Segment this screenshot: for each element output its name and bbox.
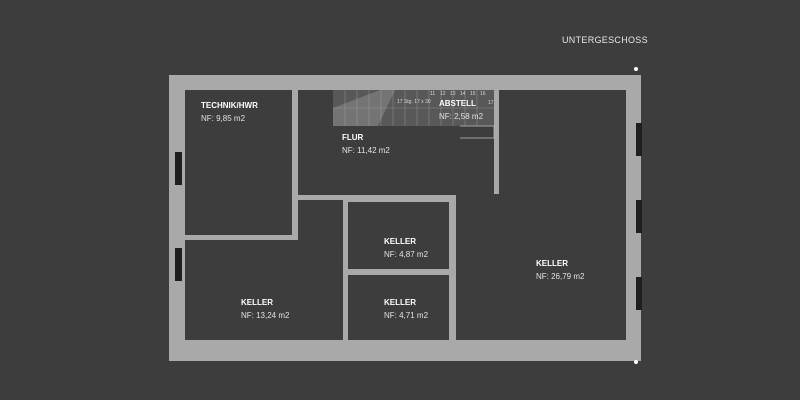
window-right-3 [636,277,642,310]
stair-step-number: 12 [440,91,446,97]
stair-step-number: 15 [470,91,476,97]
room-area: NF: 4,71 m2 [384,311,429,320]
room-technik [185,90,292,235]
room-label-keller-left: KELLER NF: 13,24 m2 [241,298,289,320]
stair-step-number: 13 [450,91,456,97]
stair-step-number: 11 [430,91,436,97]
windows [175,123,642,310]
window-left-lower [175,248,182,281]
room-keller-small-bottom [348,275,449,340]
room-name: KELLER [536,259,568,268]
room-area: NF: 4,87 m2 [384,250,429,259]
room-label-keller-small-top: KELLER NF: 4,87 m2 [384,237,428,259]
window-right-1 [636,123,642,156]
room-area: NF: 26,79 m2 [536,272,585,281]
room-label-technik: TECHNIK/HWR NF: 9,85 m2 [201,101,258,123]
room-label-flur: FLUR NF: 11,42 m2 [342,133,390,155]
room-name: KELLER [384,298,416,307]
floor-title: UNTERGESCHOSS [562,35,648,45]
stair-step-number: 14 [460,91,466,97]
room-name: FLUR [342,133,364,142]
room-area: NF: 11,42 m2 [342,146,390,155]
room-area: NF: 13,24 m2 [241,311,290,320]
room-label-keller-small-bottom: KELLER NF: 4,71 m2 [384,298,428,320]
room-keller-right [456,194,626,340]
room-keller-small-top [348,202,449,269]
dot-icon [634,67,638,71]
room-area: NF: 2,58 m2 [439,112,484,121]
window-left-upper [175,152,182,185]
room-corridor-right [499,90,626,194]
room-keller-left [185,240,343,340]
room-area: NF: 9,85 m2 [201,114,246,123]
stair-step-number: 16 [480,91,486,97]
room-name: TECHNIK/HWR [201,101,258,110]
dot-icon [634,360,638,364]
room-label-abstell: ABSTELL NF: 2,58 m2 [439,99,483,121]
room-passage [298,200,343,244]
window-right-2 [636,200,642,233]
room-name: ABSTELL [439,99,476,108]
stair [333,90,495,139]
room-name: KELLER [384,237,416,246]
stair-note: 17 Stg. 17 x 30 [397,99,431,105]
room-name: KELLER [241,298,273,307]
stair-step-number: 17 [488,100,494,106]
room-label-keller-right: KELLER NF: 26,79 m2 [536,259,584,281]
